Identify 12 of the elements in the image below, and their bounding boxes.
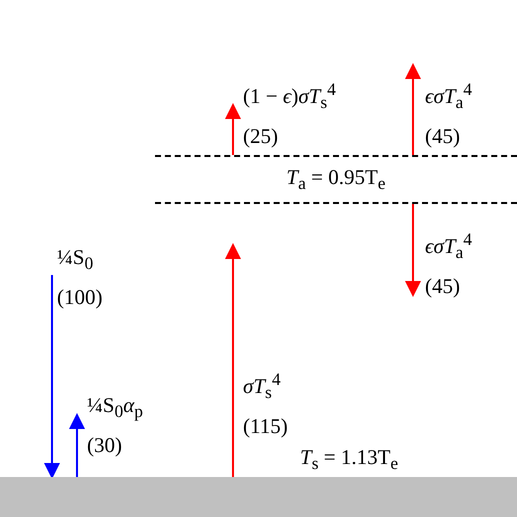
temperature-label: T$_{a}$ = 0.95T$_{e}$ (286, 164, 386, 194)
arrow (44, 275, 60, 479)
atmosphere-layer (155, 155, 517, 204)
arrow (225, 103, 241, 155)
arrow (225, 243, 241, 477)
edge-label: ¼S$_{0}$ (100) (57, 244, 102, 312)
temperature-label: T$_{s}$ = 1.13T$_{e}$ (300, 444, 398, 476)
edge-label: ¼S$_{0}$α$_{p}$ (30) (87, 392, 143, 460)
arrow (69, 413, 85, 477)
arrow (405, 63, 421, 155)
arrow (405, 204, 421, 297)
ground-bar (0, 477, 517, 517)
